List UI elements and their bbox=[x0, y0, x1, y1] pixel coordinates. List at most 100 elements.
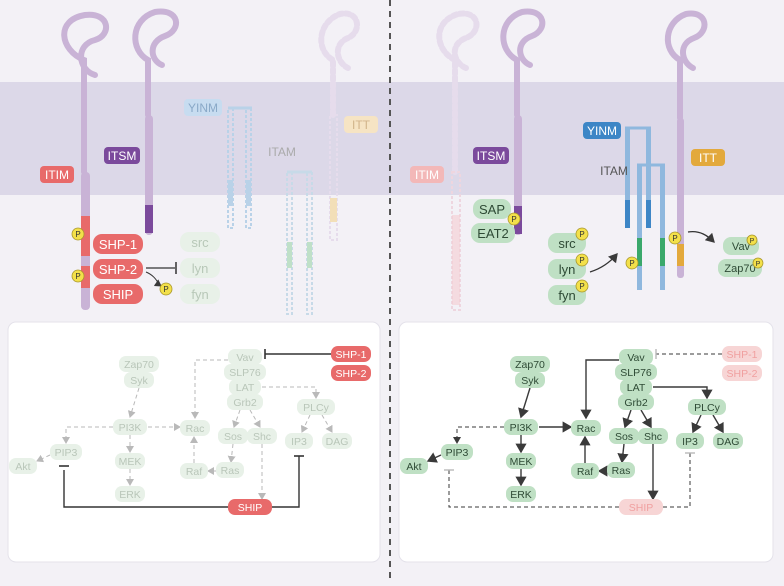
right-adaptors: SAP EAT2 P bbox=[471, 199, 521, 243]
right-inhibit-ship-ip3 bbox=[663, 453, 691, 508]
cell-membrane bbox=[0, 82, 784, 195]
right-phospho-icon-5 bbox=[625, 256, 639, 270]
right-itt-motif bbox=[677, 244, 684, 266]
right-label-shc: Shc bbox=[644, 431, 662, 443]
right-node-dag bbox=[713, 433, 743, 449]
left-node-ip3 bbox=[285, 433, 313, 449]
right-label-pi3k: PI3K bbox=[510, 422, 533, 434]
right-phospho-label-8: P bbox=[756, 261, 761, 268]
right-edge-vav-rac bbox=[580, 359, 619, 420]
left-label-pi3k: PI3K bbox=[119, 422, 142, 434]
right-lyn-label: lyn bbox=[559, 262, 576, 277]
right-itam-label: ITAM bbox=[600, 164, 628, 178]
left-node-akt bbox=[9, 458, 37, 474]
right-node-ship bbox=[619, 499, 663, 515]
right-label-vav: Vav bbox=[627, 352, 645, 364]
left-dephospho-arrow bbox=[145, 271, 162, 287]
right-itim-label: ITIM bbox=[415, 168, 439, 182]
right-eat2-label: EAT2 bbox=[477, 226, 509, 241]
right-itam-chain-a bbox=[637, 165, 642, 290]
left-itim-label: ITIM bbox=[45, 168, 69, 182]
right-node-slp76 bbox=[615, 364, 657, 380]
right-phospho-icon-4 bbox=[575, 279, 589, 293]
right-node-shp2 bbox=[722, 365, 762, 381]
right-zap70-top-node bbox=[718, 259, 762, 277]
left-node-ship bbox=[228, 499, 272, 515]
right-pathway-network: Zap70SykPI3KMEKERKPIP3AktVavSLP76LATGrb2… bbox=[400, 346, 762, 515]
right-node-lat bbox=[620, 379, 652, 395]
left-pathway-network: Zap70SykPI3KMEKERKPIP3AktVavSLP76LATGrb2… bbox=[9, 346, 371, 515]
left-fyn-label: fyn bbox=[191, 287, 208, 302]
right-phospho-label-2: P bbox=[579, 230, 584, 239]
left-node-pi3k bbox=[113, 419, 147, 435]
itsm-motif-segment bbox=[145, 205, 153, 233]
left-itt-label: ITT bbox=[352, 118, 371, 132]
right-inhibit-ship-pip3 bbox=[448, 470, 619, 508]
left-motif-labels: ITIM ITSM YINM ITAM ITT bbox=[40, 99, 378, 183]
right-node-rac bbox=[571, 420, 601, 436]
itam-motif-b bbox=[307, 242, 312, 268]
left-shp1-label: SHP-1 bbox=[99, 237, 137, 252]
left-label-dag: DAG bbox=[326, 436, 349, 448]
left-label-grb2: Grb2 bbox=[233, 397, 257, 409]
right-edge-grb2-shc bbox=[640, 409, 652, 429]
left-node-zap70 bbox=[119, 356, 159, 372]
left-label-shp1: SHP-1 bbox=[336, 349, 367, 361]
left-node-vav bbox=[228, 349, 262, 365]
left-node-grb2 bbox=[227, 394, 263, 410]
left-label-akt: Akt bbox=[15, 461, 30, 473]
left-label-plcy: PLCy bbox=[303, 402, 329, 414]
right-itam-motif-b bbox=[660, 238, 665, 266]
yinm-motif-b bbox=[246, 180, 251, 206]
left-edge-lat-plcy bbox=[262, 386, 320, 399]
right-phospho-icon-1 bbox=[507, 212, 521, 226]
left-node-ras bbox=[216, 462, 244, 478]
left-label-mek: MEK bbox=[119, 456, 142, 468]
right-node-pip3 bbox=[441, 444, 473, 460]
left-label-raf: Raf bbox=[186, 466, 202, 478]
left-itsm-badge bbox=[104, 147, 140, 164]
right-edge-sos-ras bbox=[617, 443, 629, 464]
left-edge-pi3k-pip3 bbox=[62, 426, 113, 444]
left-inhibit-ship-pip3 bbox=[63, 470, 228, 508]
right-label-akt: Akt bbox=[406, 461, 421, 473]
left-fyn-node bbox=[180, 284, 220, 304]
right-label-raf: Raf bbox=[577, 466, 593, 478]
right-edge-plcy-ip3 bbox=[691, 414, 702, 434]
right-node-erk bbox=[506, 486, 536, 502]
left-node-pip3 bbox=[50, 444, 82, 460]
right-node-ip3 bbox=[676, 433, 704, 449]
right-label-plcy: PLCy bbox=[694, 402, 720, 414]
right-itam-motif-a bbox=[637, 238, 642, 266]
left-yinm-label: YINM bbox=[188, 101, 218, 115]
right-receptors bbox=[436, 8, 708, 311]
left-label-ip3: IP3 bbox=[291, 436, 307, 448]
right-label-syk: Syk bbox=[521, 375, 539, 387]
left-label-ship: SHIP bbox=[238, 502, 263, 514]
right-zap70-top-label: Zap70 bbox=[724, 263, 755, 275]
right-node-grb2 bbox=[618, 394, 654, 410]
right-lyn-arrow bbox=[589, 253, 618, 273]
right-yinm-motif-a bbox=[625, 200, 630, 228]
left-shp2-label: SHP-2 bbox=[99, 262, 137, 277]
right-itsm-receptor bbox=[500, 8, 546, 118]
right-label-lat: LAT bbox=[627, 382, 646, 394]
left-itim-badge bbox=[40, 166, 74, 183]
left-src-node bbox=[180, 232, 220, 252]
left-node-raf bbox=[180, 463, 208, 479]
left-label-lat: LAT bbox=[236, 382, 255, 394]
left-yinm-badge bbox=[184, 99, 222, 116]
left-node-plcy bbox=[297, 399, 335, 415]
right-edge-pi3k-pip3 bbox=[453, 426, 504, 444]
itim-motif-segment-2 bbox=[81, 266, 90, 288]
left-label-shc: Shc bbox=[253, 431, 271, 443]
left-edge-sos-ras bbox=[227, 443, 236, 463]
right-phospho-icon-2 bbox=[575, 227, 589, 241]
left-ship-node bbox=[93, 284, 143, 304]
right-itt-badge bbox=[691, 149, 725, 166]
right-yinm-label: YINM bbox=[587, 124, 617, 138]
right-motif-labels: ITIM ITSM YINM ITAM ITT bbox=[410, 122, 725, 183]
right-yinm-motif-b bbox=[646, 200, 651, 228]
right-itt-label: ITT bbox=[699, 151, 718, 165]
itim-motif-segment bbox=[81, 216, 90, 256]
